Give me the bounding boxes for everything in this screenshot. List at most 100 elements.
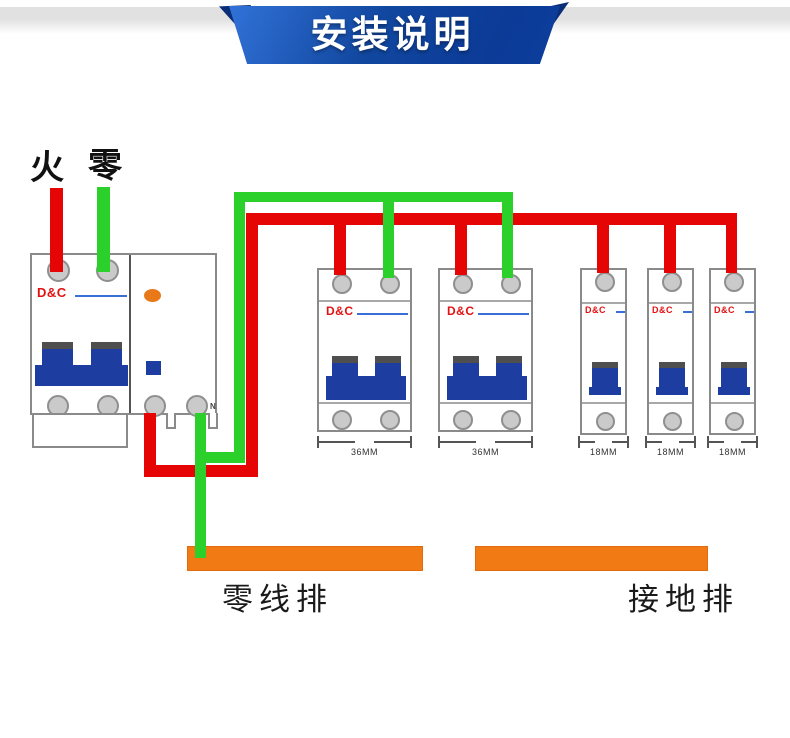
test-button-icon — [146, 361, 161, 375]
toggle-cap — [592, 362, 618, 369]
live-drop-4 — [664, 213, 676, 273]
logo-underline — [745, 311, 754, 313]
brand-logo: D&C — [652, 305, 673, 315]
section-line — [711, 270, 754, 404]
brand-logo: D&C — [447, 304, 475, 318]
dim-line — [580, 441, 596, 443]
two-pole-breaker-2: D&C — [438, 268, 533, 432]
logo-underline — [683, 311, 692, 313]
main-breaker-base — [32, 413, 128, 448]
breaker-toggle-tab — [91, 346, 122, 367]
section-line — [440, 270, 531, 302]
ground-bus-bar — [475, 546, 708, 571]
terminal — [332, 274, 352, 294]
dim-label: 36MM — [350, 447, 378, 457]
two-pole-breaker-1: D&C — [317, 268, 412, 432]
terminal — [453, 274, 473, 294]
terminal — [663, 412, 682, 431]
width-dimension: 36MM — [438, 436, 533, 460]
dim-line — [611, 441, 627, 443]
dim-tick — [578, 436, 580, 448]
breaker-toggle-base — [718, 387, 750, 395]
width-dimension: 36MM — [317, 436, 412, 460]
breaker-toggle-base — [656, 387, 688, 395]
section-line — [582, 270, 625, 404]
single-pole-breaker-2: D&C — [647, 268, 694, 435]
toggle-cap — [42, 342, 73, 349]
section-line — [319, 270, 410, 404]
title-banner: 安装说明 — [229, 6, 560, 64]
terminal — [501, 410, 521, 430]
dim-tick — [438, 436, 440, 448]
breaker-toggle — [592, 368, 618, 391]
width-dimension: 18MM — [645, 436, 696, 460]
logo-underline — [616, 311, 625, 313]
live-wire-rcd-down — [144, 413, 156, 477]
terminal — [380, 410, 400, 430]
section-line — [649, 270, 692, 304]
neutral-bus-bar — [187, 546, 423, 571]
live-drop-2 — [455, 213, 467, 275]
rcd-divider — [129, 255, 131, 413]
dim-line — [740, 441, 756, 443]
breaker-toggle — [35, 365, 128, 386]
neutral-drop-2 — [502, 192, 513, 278]
neutral-wire-label: 零 — [88, 147, 122, 185]
breaker-toggle — [447, 376, 527, 400]
brand-logo: D&C — [585, 305, 606, 315]
terminal — [595, 272, 615, 292]
page-title: 安装说明 — [310, 14, 475, 55]
toggle-cap — [721, 362, 747, 369]
live-drop-3 — [597, 213, 609, 273]
logo-underline — [478, 313, 529, 315]
din-clip — [166, 413, 176, 429]
neutral-riser — [234, 192, 245, 463]
dim-line — [678, 441, 694, 443]
section-line — [711, 270, 754, 304]
terminal — [332, 410, 352, 430]
live-drop-1 — [334, 213, 346, 275]
neutral-wire-to-bar — [195, 413, 206, 558]
dim-line — [709, 441, 725, 443]
logo-underline — [75, 295, 127, 297]
dim-tick — [531, 436, 533, 448]
terminal — [453, 410, 473, 430]
n-terminal-label: N — [210, 402, 216, 411]
breaker-toggle-tab — [332, 360, 358, 380]
live-wire-in — [50, 188, 63, 272]
toggle-cap — [91, 342, 122, 349]
breaker-toggle — [659, 368, 685, 391]
dim-tick — [645, 436, 647, 448]
neutral-wire-in — [97, 187, 110, 272]
breaker-toggle — [721, 368, 747, 391]
logo-underline — [357, 313, 408, 315]
section-line — [649, 270, 692, 404]
dim-line — [373, 441, 410, 443]
section-line — [582, 270, 625, 304]
width-dimension: 18MM — [707, 436, 758, 460]
breaker-toggle-tab — [42, 346, 73, 367]
brand-logo: D&C — [326, 304, 354, 318]
live-drop-5 — [726, 213, 737, 273]
live-wire-riser — [246, 213, 258, 477]
breaker-toggle-tab — [496, 360, 522, 380]
terminal — [724, 272, 744, 292]
section-line — [319, 270, 410, 302]
toggle-cap — [332, 356, 358, 363]
single-pole-breaker-1: D&C — [580, 268, 627, 435]
neutral-drop-1 — [383, 192, 394, 278]
live-wire-label: 火 — [30, 149, 64, 187]
ground-bar-label: 接地排 — [628, 582, 739, 617]
neutral-branch — [195, 452, 245, 463]
neutral-bus — [234, 192, 513, 202]
terminal — [725, 412, 744, 431]
toggle-cap — [496, 356, 522, 363]
breaker-toggle-base — [589, 387, 621, 395]
section-line — [440, 270, 531, 404]
live-bus — [246, 213, 737, 225]
breaker-toggle-tab — [453, 360, 479, 380]
main-breaker: D&C N — [30, 253, 217, 417]
dim-label: 36MM — [471, 447, 499, 457]
terminal — [596, 412, 615, 431]
